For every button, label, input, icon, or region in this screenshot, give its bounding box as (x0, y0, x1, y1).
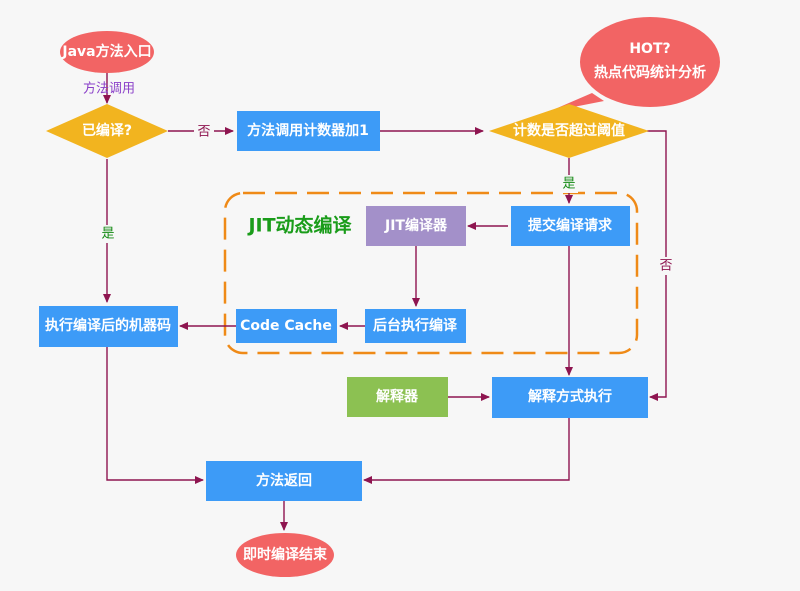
jit-group-title: JIT动态编译 (246, 214, 352, 237)
label-no-1: 否 (197, 125, 210, 140)
interpret-exec-label: 解释方式执行 (528, 388, 612, 405)
code-cache-node[interactable]: Code Cache (236, 309, 337, 343)
jit-compiler-node[interactable]: JIT编译器 (366, 206, 466, 246)
code-cache-label: Code Cache (240, 318, 332, 334)
label-yes-1: 是 (101, 227, 114, 242)
exec-machine-code-node[interactable]: 执行编译后的机器码 (39, 306, 178, 347)
counter-inc-label: 方法调用计数器加1 (247, 122, 369, 139)
edge-exec-to-return (106, 347, 204, 484)
label-yes-2-bg (560, 175, 578, 193)
counter-inc-node[interactable]: 方法调用计数器加1 (237, 111, 380, 151)
label-no-2-bg (656, 257, 676, 275)
threshold-check-node[interactable]: 计数是否超过阈值 (489, 104, 649, 158)
compiled-check-node[interactable]: 已编译? (46, 104, 168, 158)
label-no-1-bg (194, 122, 214, 140)
threshold-check-label: 计数是否超过阈值 (513, 122, 625, 139)
interpret-exec-node[interactable]: 解释方式执行 (492, 377, 648, 418)
label-method-call: 方法调用 (83, 81, 135, 97)
method-return-node[interactable]: 方法返回 (206, 461, 362, 501)
hot-line2: 热点代码统计分析 (594, 64, 706, 81)
method-return-label: 方法返回 (256, 472, 312, 489)
background-compile-label: 后台执行编译 (373, 317, 458, 334)
label-yes-2: 是 (562, 177, 575, 192)
end-label: 即时编译结束 (243, 546, 328, 563)
jit-compiler-label: JIT编译器 (384, 217, 448, 234)
background-compile-node[interactable]: 后台执行编译 (365, 309, 466, 343)
start-label: Java方法入口 (61, 43, 151, 60)
submit-request-label: 提交编译请求 (528, 217, 613, 234)
end-node[interactable]: 即时编译结束 (236, 533, 334, 577)
hot-line1: HOT? (629, 41, 670, 57)
hot-bubble: HOT? 热点代码统计分析 (548, 17, 720, 112)
exec-machine-code-label: 执行编译后的机器码 (45, 317, 171, 334)
interpreter-label: 解释器 (376, 388, 419, 405)
submit-request-node[interactable]: 提交编译请求 (511, 206, 630, 246)
interpreter-node[interactable]: 解释器 (347, 377, 448, 417)
compiled-check-label: 已编译? (82, 122, 132, 139)
start-node[interactable]: Java方法入口 (60, 31, 154, 73)
edge-interpret-to-return (363, 418, 570, 484)
label-yes-1-bg (99, 225, 117, 243)
jit-group-border (223, 191, 639, 355)
label-no-2: 否 (659, 259, 672, 274)
